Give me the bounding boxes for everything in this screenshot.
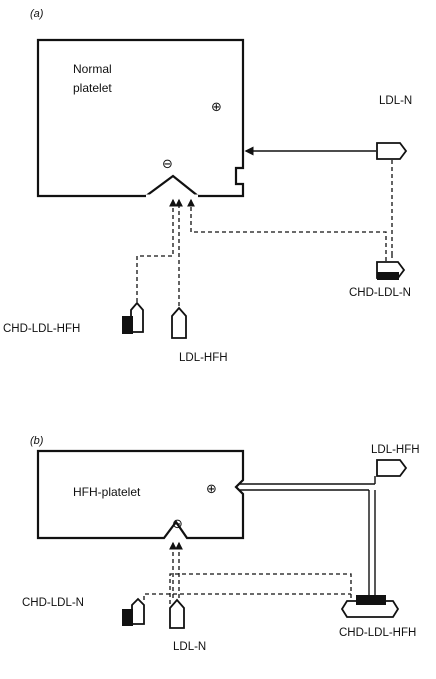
hfh-ldl-n-molecule-icon — [169, 598, 185, 629]
chd-ldl-hfh-label: CHD-LDL-HFH — [3, 323, 80, 335]
panel-a: (a) Normal platelet ⊕ ⊖ LDL-N CHD-LDL-N … — [3, 8, 412, 364]
normal-platelet-box — [36, 38, 245, 198]
chd-ldl-n-dashed-path — [190, 204, 387, 261]
ldl-n-molecule-icon — [376, 142, 408, 160]
panel-b-label: (b) — [30, 435, 44, 447]
hfh-ldl-n-label: LDL-N — [173, 641, 206, 653]
ldl-hfh-label: LDL-HFH — [179, 352, 228, 364]
chd-ldl-hfh-dashed-path — [136, 204, 174, 302]
panel-b: (b) HFH-platelet ⊕ ⊖ LDL-HFH CHD-LDL-HFH… — [22, 435, 420, 653]
normal-platelet-label-line2: platelet — [73, 81, 112, 95]
normal-platelet-label-line1: Normal — [73, 62, 112, 76]
hfh-platelet-box — [36, 449, 245, 540]
hfh-ldl-hfh-label: LDL-HFH — [371, 444, 420, 456]
ldl-n-label: LDL-N — [379, 95, 412, 107]
hfh-negative-site-icon: ⊖ — [172, 516, 183, 531]
chd-ldl-n-label: CHD-LDL-N — [349, 287, 411, 299]
hfh-chd-ldl-n-label: CHD-LDL-N — [22, 597, 84, 609]
hfh-chd-ldl-hfh-dashed-path — [169, 573, 352, 604]
hfh-platelet-label: HFH-platelet — [73, 485, 141, 499]
negative-site-icon: ⊖ — [162, 156, 173, 171]
normal-platelet-bottom-notch — [145, 174, 199, 197]
hfh-ldl-hfh-molecule-icon — [376, 459, 408, 477]
hfh-chd-ldl-n-molecule-icon — [131, 597, 145, 625]
hfh-chd-ldl-n-dashed-path — [143, 593, 351, 600]
hfh-positive-site-icon: ⊕ — [206, 481, 217, 496]
panel-a-label: (a) — [30, 8, 44, 20]
ldl-hfh-molecule-icon — [171, 306, 187, 339]
hfh-chd-ldl-hfh-label: CHD-LDL-HFH — [339, 627, 416, 639]
positive-site-icon: ⊕ — [211, 99, 222, 114]
